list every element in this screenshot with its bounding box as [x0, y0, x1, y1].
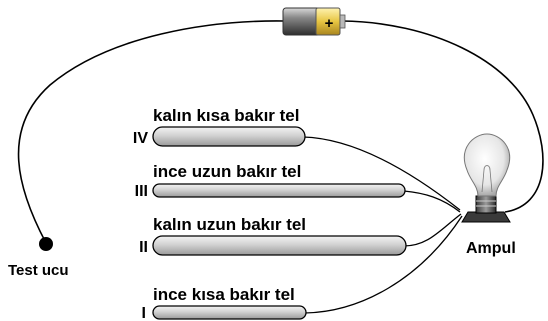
rod-iii [152, 183, 406, 198]
bulb-label: Ampul [466, 240, 516, 257]
rod-ii-label: kalın uzun bakır tel [153, 215, 306, 234]
circuit-wire-left [17, 20, 285, 244]
rod-i [152, 305, 307, 320]
rod-iii-numeral: III [135, 183, 148, 200]
battery-plus-label: + [325, 15, 334, 32]
rod-ii-numeral: II [139, 239, 148, 256]
rod-iii-label: ince uzun bakır tel [153, 162, 301, 181]
rod-iv-label: kalın kısa bakır tel [153, 106, 299, 125]
connector-wire-ii [403, 213, 462, 247]
test-tip-icon [39, 237, 53, 251]
connector-wire-iv [302, 136, 461, 211]
rod-ii [152, 235, 407, 256]
circuit-wire-right [341, 20, 544, 213]
connector-wire-i [304, 215, 463, 314]
connector-wire-iii [403, 190, 461, 213]
rod-i-label: ince kısa bakır tel [153, 285, 295, 304]
rod-i-numeral: I [142, 305, 146, 321]
rod-iv [152, 126, 306, 147]
light-bulb-icon [461, 133, 511, 223]
rod-iv-numeral: IV [133, 130, 148, 147]
battery-icon: + [282, 7, 346, 36]
test-tip-label: Test ucu [8, 262, 69, 279]
